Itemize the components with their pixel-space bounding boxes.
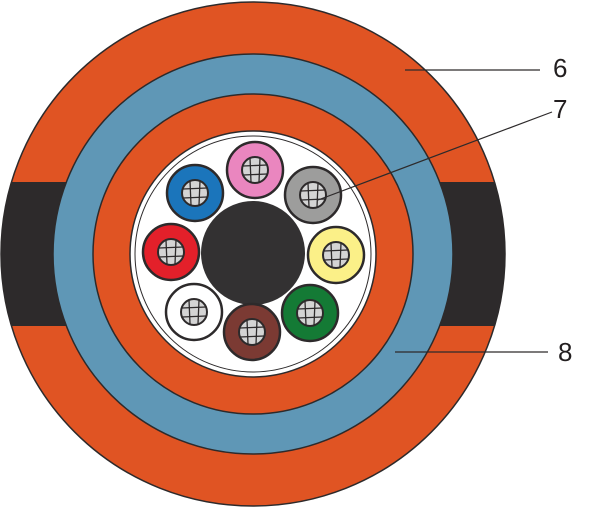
tube-bundle-inner-ring	[134, 135, 372, 373]
callout-label-6: 6	[553, 53, 567, 83]
fiber-line	[258, 157, 261, 183]
fiber-bundle	[180, 298, 208, 326]
fiber-line	[181, 315, 207, 318]
fiber-line	[323, 258, 349, 261]
loose-tube-green	[280, 283, 340, 343]
fiber-line	[242, 164, 268, 167]
fiber-line	[300, 189, 326, 192]
fiber-line	[174, 239, 177, 265]
fiber-bundle	[322, 241, 350, 269]
fiber-line	[246, 319, 249, 345]
fiber-line	[255, 319, 258, 345]
callout-label-7: 7	[553, 94, 567, 124]
fiber-line	[316, 182, 319, 208]
fiber-line	[330, 242, 333, 268]
fiber-line	[182, 187, 208, 190]
fiber-bundle	[296, 299, 324, 327]
fiber-line	[198, 180, 201, 206]
loose-tube-red	[141, 222, 201, 282]
fiber-line	[239, 326, 265, 329]
callout-line-7	[317, 111, 553, 201]
fiber-line	[188, 299, 191, 325]
loose-tube-yellow	[306, 225, 366, 285]
central-strength-member	[201, 201, 305, 305]
fiber-bundle	[299, 181, 327, 209]
loose-tube-gray	[283, 165, 343, 225]
fiber-line	[165, 239, 168, 265]
fiber-line	[313, 300, 316, 326]
loose-tube-pink	[225, 140, 285, 200]
fiber-line	[158, 255, 184, 258]
fiber-bundle	[157, 238, 185, 266]
fiber-line	[304, 300, 307, 326]
fiber-line	[249, 157, 252, 183]
fiber-line	[158, 246, 184, 249]
loose-tube-brown	[222, 302, 282, 362]
loose-tube-blue	[165, 163, 225, 223]
fiber-bundle	[241, 156, 269, 184]
callout-label-8: 8	[558, 337, 572, 367]
fiber-line	[297, 307, 323, 310]
fiber-bundle	[181, 179, 209, 207]
fiber-line	[197, 299, 200, 325]
fiber-bundle	[238, 318, 266, 346]
fiber-line	[307, 182, 310, 208]
fiber-line	[323, 249, 349, 252]
fiber-line	[181, 306, 207, 309]
fiber-line	[242, 173, 268, 176]
fiber-line	[297, 316, 323, 319]
loose-tube-white	[164, 282, 224, 342]
fiber-line	[189, 180, 192, 206]
fiber-line	[339, 242, 342, 268]
fiber-line	[182, 196, 208, 199]
fiber-line	[239, 335, 265, 338]
